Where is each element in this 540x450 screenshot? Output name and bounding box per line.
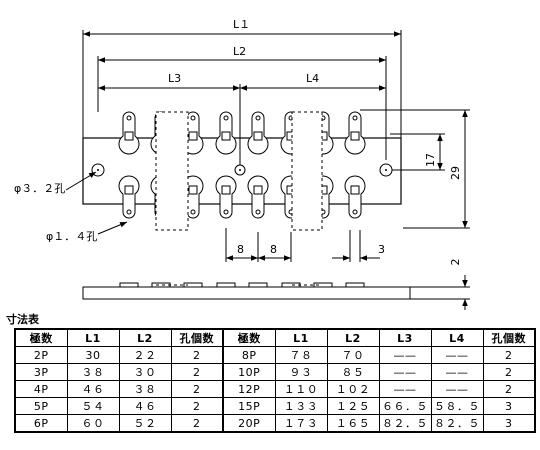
table-cell: 4P <box>14 380 68 398</box>
table-cell: １０２ <box>326 380 380 398</box>
dimension-table-heading: 寸法表 <box>6 313 39 326</box>
dim-pitch-a-label: 8 <box>237 243 244 256</box>
table-cell: １１０ <box>274 380 328 398</box>
table-cell: ４６ <box>118 397 172 415</box>
table-cell: 2 <box>170 397 224 415</box>
table-cell: 5P <box>14 397 68 415</box>
side-view-terminal <box>281 282 301 288</box>
dim-l4-label: L4 <box>306 72 319 85</box>
table-cell: 2 <box>170 414 224 433</box>
table-cell: １２５ <box>326 397 380 415</box>
terminal-lug <box>344 111 366 155</box>
header-cell: L1 <box>66 328 120 347</box>
table-header-row: 極数 L1 L2 孔個数 極数 L1 L2 L3 L4 孔個数 <box>14 328 536 347</box>
header-cell: L3 <box>378 328 432 347</box>
table-cell: １６５ <box>326 414 380 433</box>
table-cell: ９３ <box>274 363 328 381</box>
table-cell: ６０ <box>66 414 120 433</box>
terminal-lug <box>215 111 237 155</box>
table-cell: 2 <box>170 346 224 364</box>
table-cell: １７３ <box>274 414 328 433</box>
table-cell: ４６ <box>66 380 120 398</box>
table-cell: 15P <box>222 397 276 415</box>
table-cell: 2 <box>170 363 224 381</box>
side-view-terminal <box>119 282 139 288</box>
table-cell: 30 <box>66 346 120 364</box>
table-cell: 2 <box>482 363 536 381</box>
dim-height-label: 29 <box>449 166 462 180</box>
side-view-terminal <box>151 282 171 288</box>
header-cell: 孔個数 <box>482 328 536 347</box>
dim-thickness-label: 2 <box>449 259 462 266</box>
table-cell: —— <box>430 346 484 364</box>
table-cell: ３８ <box>66 363 120 381</box>
table-cell: ３０ <box>118 363 172 381</box>
header-cell: 孔個数 <box>170 328 224 347</box>
side-view-terminal <box>248 282 268 288</box>
dim-edge-label: 3 <box>378 243 385 256</box>
dim-l1-label: L１ <box>233 18 250 31</box>
table-cell: ８２．５ <box>378 414 432 433</box>
side-view-terminal <box>313 282 333 288</box>
table-cell: 3 <box>482 397 536 415</box>
side-view-terminal <box>183 282 203 288</box>
header-cell: L4 <box>430 328 484 347</box>
table-cell: 12P <box>222 380 276 398</box>
table-cell: ５８．５ <box>430 397 484 415</box>
terminal-lug <box>247 111 269 155</box>
table-cell: —— <box>378 346 432 364</box>
table-cell: 2 <box>482 380 536 398</box>
table-cell: 2P <box>14 346 68 364</box>
side-view-terminal <box>216 282 236 288</box>
table-cell: ２２ <box>118 346 172 364</box>
dim-l3-label: L3 <box>168 72 181 85</box>
terminal-lug <box>118 175 140 219</box>
table-cell: ６６．５ <box>378 397 432 415</box>
table-cell: 3P <box>14 363 68 381</box>
header-cell: L2 <box>118 328 172 347</box>
table-cell: 2 <box>170 380 224 398</box>
header-cell: L2 <box>326 328 380 347</box>
dim-pitch-b-label: 8 <box>270 243 277 256</box>
table-cell: ８２．５ <box>430 414 484 433</box>
hole-large-label: φ３．２孔 <box>14 182 65 195</box>
table-cell: —— <box>378 363 432 381</box>
table-cell: ７０ <box>326 346 380 364</box>
dim-hole-pitch-label: 17 <box>424 153 437 167</box>
table-cell: —— <box>430 380 484 398</box>
terminal-block-drawing: L１ L2 L3 L4 8 8 3 17 29 2 φ３．２孔 φ１．４孔 <box>14 18 470 310</box>
terminal-lug <box>247 175 269 219</box>
table-cell: 3 <box>482 414 536 433</box>
table-cell: ３８ <box>118 380 172 398</box>
table-cell: ７８ <box>274 346 328 364</box>
table-cell: 20P <box>222 414 276 433</box>
terminal-lug <box>118 111 140 155</box>
table-cell: 2 <box>482 346 536 364</box>
table-cell: —— <box>378 380 432 398</box>
table-cell: 10P <box>222 363 276 381</box>
dim-l2-label: L2 <box>233 45 246 58</box>
table-cell: ５２ <box>118 414 172 433</box>
table-cell: １３３ <box>274 397 328 415</box>
side-view-terminal <box>345 282 365 288</box>
table-cell: —— <box>430 363 484 381</box>
header-cell: 極数 <box>14 328 68 347</box>
table-cell: ８５ <box>326 363 380 381</box>
hole-small-label: φ１．４孔 <box>46 230 97 243</box>
table-cell: 6P <box>14 414 68 433</box>
table-cell: ５４ <box>66 397 120 415</box>
terminal-lug <box>344 175 366 219</box>
header-cell: 極数 <box>222 328 276 347</box>
terminal-lug <box>215 175 237 219</box>
header-cell: L1 <box>274 328 328 347</box>
table-cell: 8P <box>222 346 276 364</box>
